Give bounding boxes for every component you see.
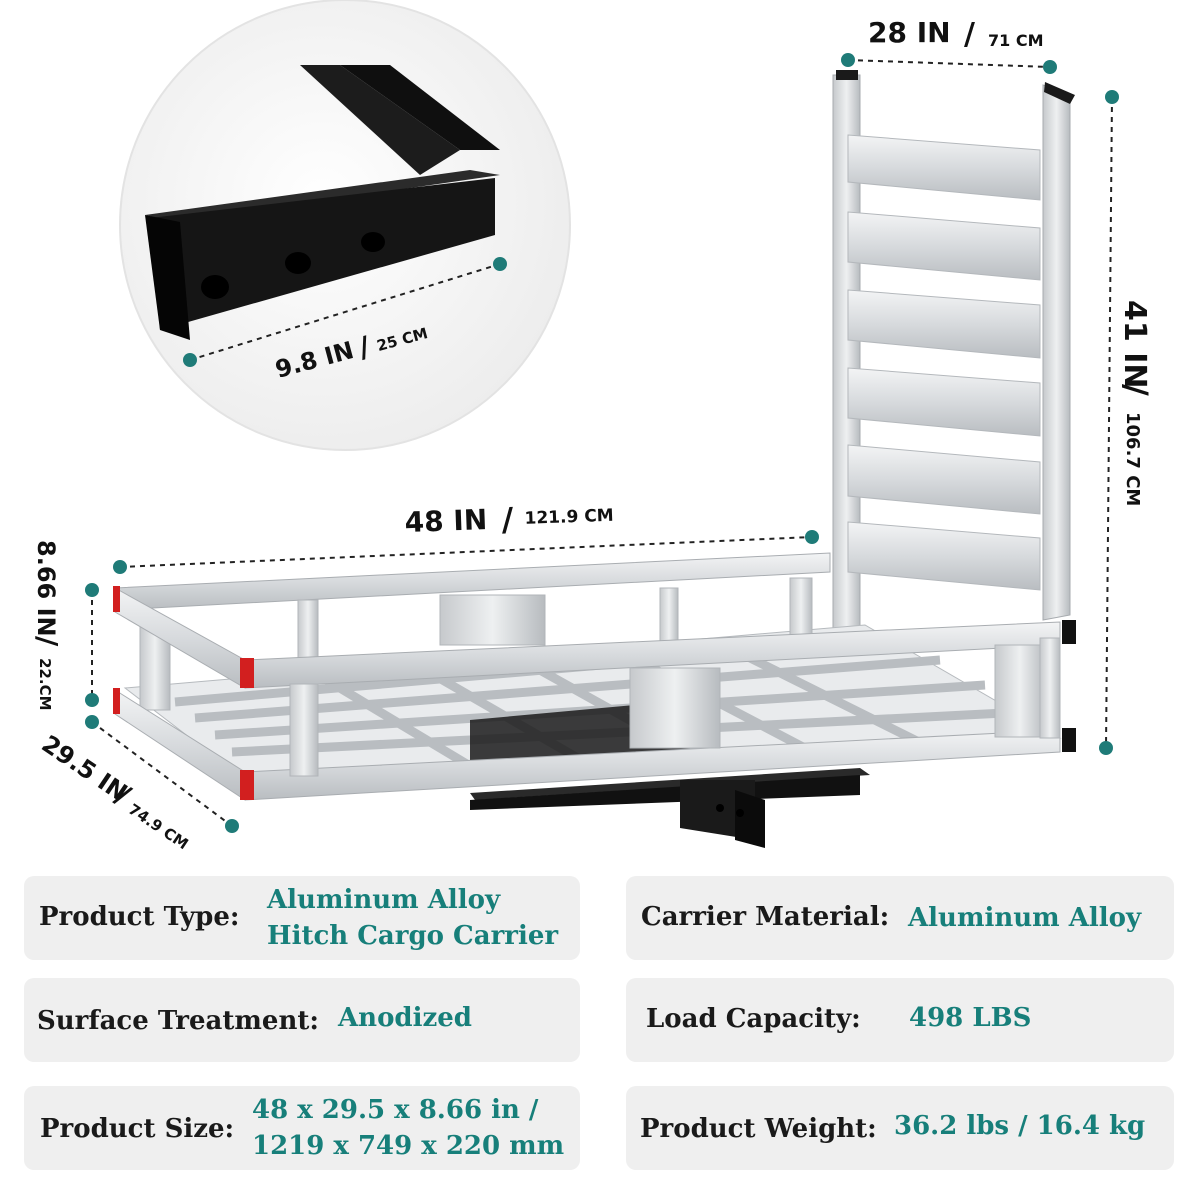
cargo-basket [113, 552, 1076, 848]
back-ladder-rack [832, 70, 1075, 641]
spec-value: Anodized [338, 1003, 472, 1033]
spec-value: 36.2 lbs / 16.4 kg [894, 1111, 1146, 1141]
svg-text:48 IN: 48 IN [404, 503, 488, 539]
hitch-receiver-bar [470, 768, 870, 848]
svg-text:22.CM: 22.CM [36, 658, 54, 711]
spec-card-carrier-material: Carrier Material: Aluminum Alloy [626, 876, 1174, 960]
svg-text:/: / [31, 636, 64, 647]
spec-value: Aluminum Alloy [908, 903, 1142, 933]
svg-text:/: / [501, 500, 514, 538]
dimension-dots [85, 53, 1119, 833]
spec-card-load-capacity: Load Capacity: 498 LBS [626, 978, 1174, 1062]
spec-label: Product Weight: [640, 1114, 877, 1144]
spec-label: Product Size: [40, 1114, 235, 1144]
spec-card-product-size: Product Size: 48 x 29.5 x 8.66 in / 1219… [24, 1086, 580, 1170]
dimension-lines [91, 59, 1113, 827]
spec-value: 498 LBS [909, 1003, 1032, 1033]
spec-value: 48 x 29.5 x 8.66 in / 1219 x 749 x 220 m… [252, 1095, 565, 1161]
spec-card-product-weight: Product Weight: 36.2 lbs / 16.4 kg [626, 1086, 1174, 1170]
dim-side-height: 8.66 IN / 22.CM [31, 540, 64, 711]
svg-text:121.9 CM: 121.9 CM [524, 506, 614, 529]
hitch-detail-inset [119, 0, 571, 451]
spec-label: Product Type: [39, 902, 240, 932]
svg-text:74.9 CM: 74.9 CM [125, 800, 192, 853]
product-illustration: 28 IN / 71 CM 41 IN / 106.7 CM 48 IN / 1… [31, 0, 1155, 853]
svg-text:71 CM: 71 CM [988, 31, 1044, 50]
spec-card-surface-treatment: Surface Treatment: Anodized [24, 978, 580, 1062]
spec-label: Load Capacity: [646, 1004, 861, 1034]
spec-label: Surface Treatment: [37, 1006, 319, 1036]
hitch-pin-holes [201, 232, 385, 299]
spec-value: Aluminum Alloy Hitch Cargo Carrier [267, 885, 559, 951]
svg-text:/: / [1117, 384, 1155, 396]
svg-text:8.66 IN: 8.66 IN [32, 540, 60, 637]
dim-width-top: 28 IN / 71 CM [868, 16, 1044, 52]
dim-length: 48 IN / 121.9 CM [404, 500, 614, 539]
svg-text:41 IN: 41 IN [1117, 300, 1152, 388]
spec-label: Carrier Material: [641, 902, 890, 932]
svg-text:/: / [964, 17, 975, 52]
spec-card-product-type: Product Type: Aluminum Alloy Hitch Cargo… [24, 876, 580, 960]
svg-text:106.7 CM: 106.7 CM [1122, 412, 1143, 506]
svg-text:28 IN: 28 IN [868, 16, 951, 49]
dim-height-right: 41 IN / 106.7 CM [1117, 300, 1155, 506]
